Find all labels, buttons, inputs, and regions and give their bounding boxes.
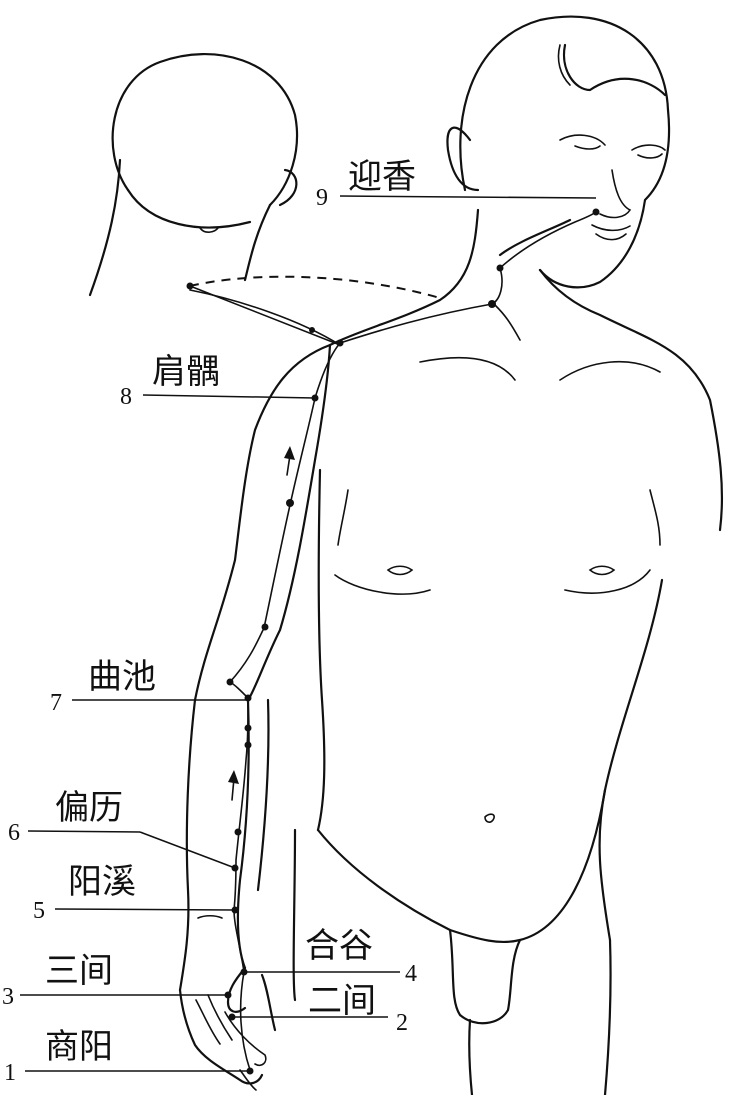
point-dot — [592, 208, 600, 216]
front-head-figure — [446, 15, 671, 289]
leader-line-8 — [142, 394, 316, 399]
point-name-7: 曲池 — [88, 657, 156, 697]
point-dot — [244, 741, 252, 749]
point-dot — [261, 623, 269, 631]
leader-line-5 — [54, 908, 236, 911]
point-dot — [496, 264, 504, 272]
point-dot — [336, 339, 344, 347]
point-name-4: 合谷 — [305, 926, 373, 966]
back-head-figure — [88, 53, 299, 297]
point-name-5: 阳溪 — [68, 862, 136, 902]
meridian-direction-arrow — [228, 770, 239, 801]
leader-line-6 — [27, 830, 141, 833]
point-name-9: 迎香 — [348, 157, 416, 197]
acupoint-markers — [186, 208, 600, 1075]
leader-lines — [20, 195, 597, 1072]
leader-line-6b — [139, 831, 236, 869]
point-number-1: 1 — [4, 1060, 16, 1086]
front-body-figure — [292, 208, 724, 1095]
point-dot — [309, 327, 315, 333]
point-name-3: 三间 — [45, 951, 113, 991]
point-dot — [488, 300, 496, 308]
point-dot — [234, 828, 242, 836]
point-name-1: 商阳 — [45, 1027, 113, 1067]
point-dot — [286, 499, 294, 507]
point-number-7: 7 — [50, 690, 62, 716]
point-dot — [186, 282, 194, 290]
meridian-direction-arrow — [284, 446, 295, 476]
meridian-dashed-path — [189, 275, 441, 299]
point-name-8: 肩髃 — [152, 352, 220, 392]
point-number-5: 5 — [33, 898, 45, 924]
point-dot — [226, 678, 234, 686]
point-number-4: 4 — [405, 961, 417, 987]
point-name-2: 二间 — [308, 981, 376, 1021]
point-name-6: 偏历 — [55, 788, 123, 828]
point-number-6: 6 — [8, 820, 20, 846]
arm-figure — [178, 343, 332, 1091]
point-number-2: 2 — [396, 1010, 408, 1036]
leader-line-9 — [339, 195, 597, 199]
point-dot — [244, 724, 252, 732]
point-number-3: 3 — [2, 984, 14, 1010]
point-number-8: 8 — [120, 384, 132, 410]
point-number-9: 9 — [316, 185, 328, 211]
